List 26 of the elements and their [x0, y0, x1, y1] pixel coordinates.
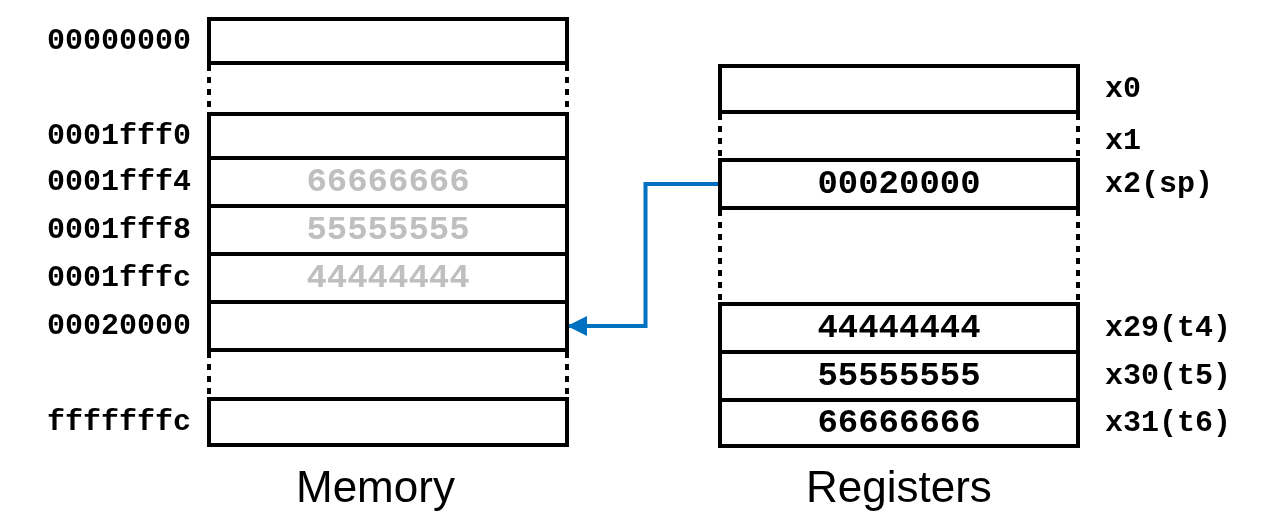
caption-label: Memory	[296, 462, 455, 512]
register-value: 00020000	[817, 165, 981, 203]
register-value: 55555555	[817, 357, 981, 395]
memory-cell	[207, 397, 569, 447]
register-value: 66666666	[817, 404, 981, 442]
register-cell	[718, 64, 1080, 114]
register-name: x2(sp)	[1105, 169, 1214, 199]
register-value: 44444444	[817, 309, 981, 347]
address-label: 00020000	[46, 311, 191, 341]
memory-value: 44444444	[306, 259, 470, 297]
address-label: 0001fffc	[46, 263, 191, 293]
address-label: fffffffc	[46, 407, 191, 437]
register-name: x31(t6)	[1105, 408, 1232, 438]
address-label: 0001fff8	[46, 215, 191, 245]
register-name: x0	[1105, 74, 1141, 104]
address-label: 00000000	[46, 26, 191, 56]
memory-value: 55555555	[306, 211, 470, 249]
caption-label: Registers	[806, 462, 992, 512]
register-name: x1	[1105, 124, 1141, 158]
address-label: 0001fff0	[46, 121, 191, 151]
memory-cell	[207, 17, 569, 65]
register-name: x30(t5)	[1105, 361, 1232, 391]
memory-value: 66666666	[306, 163, 470, 201]
register-cell	[718, 158, 1080, 210]
address-label: 0001fff4	[46, 167, 191, 197]
register-name: x29(t4)	[1105, 313, 1232, 343]
